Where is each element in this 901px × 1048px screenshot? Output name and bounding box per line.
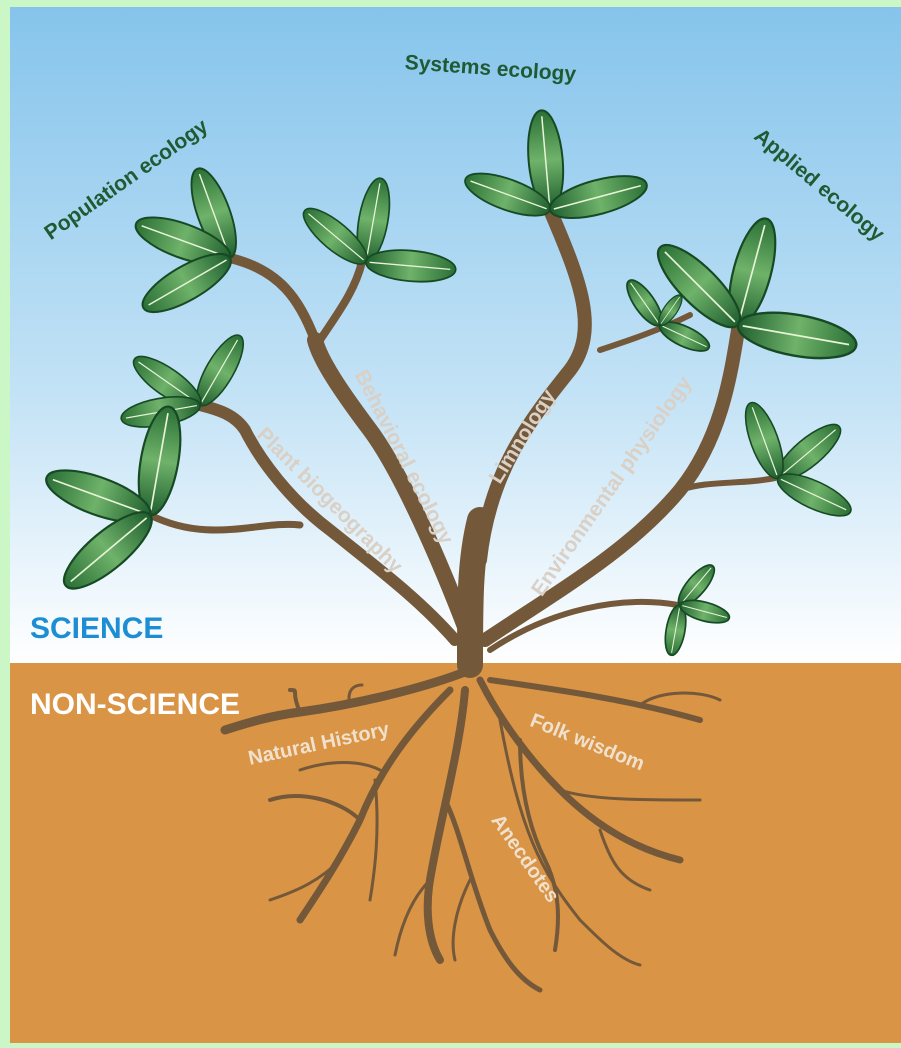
science-label: SCIENCE	[30, 612, 163, 645]
non-science-label: NON-SCIENCE	[30, 688, 240, 721]
